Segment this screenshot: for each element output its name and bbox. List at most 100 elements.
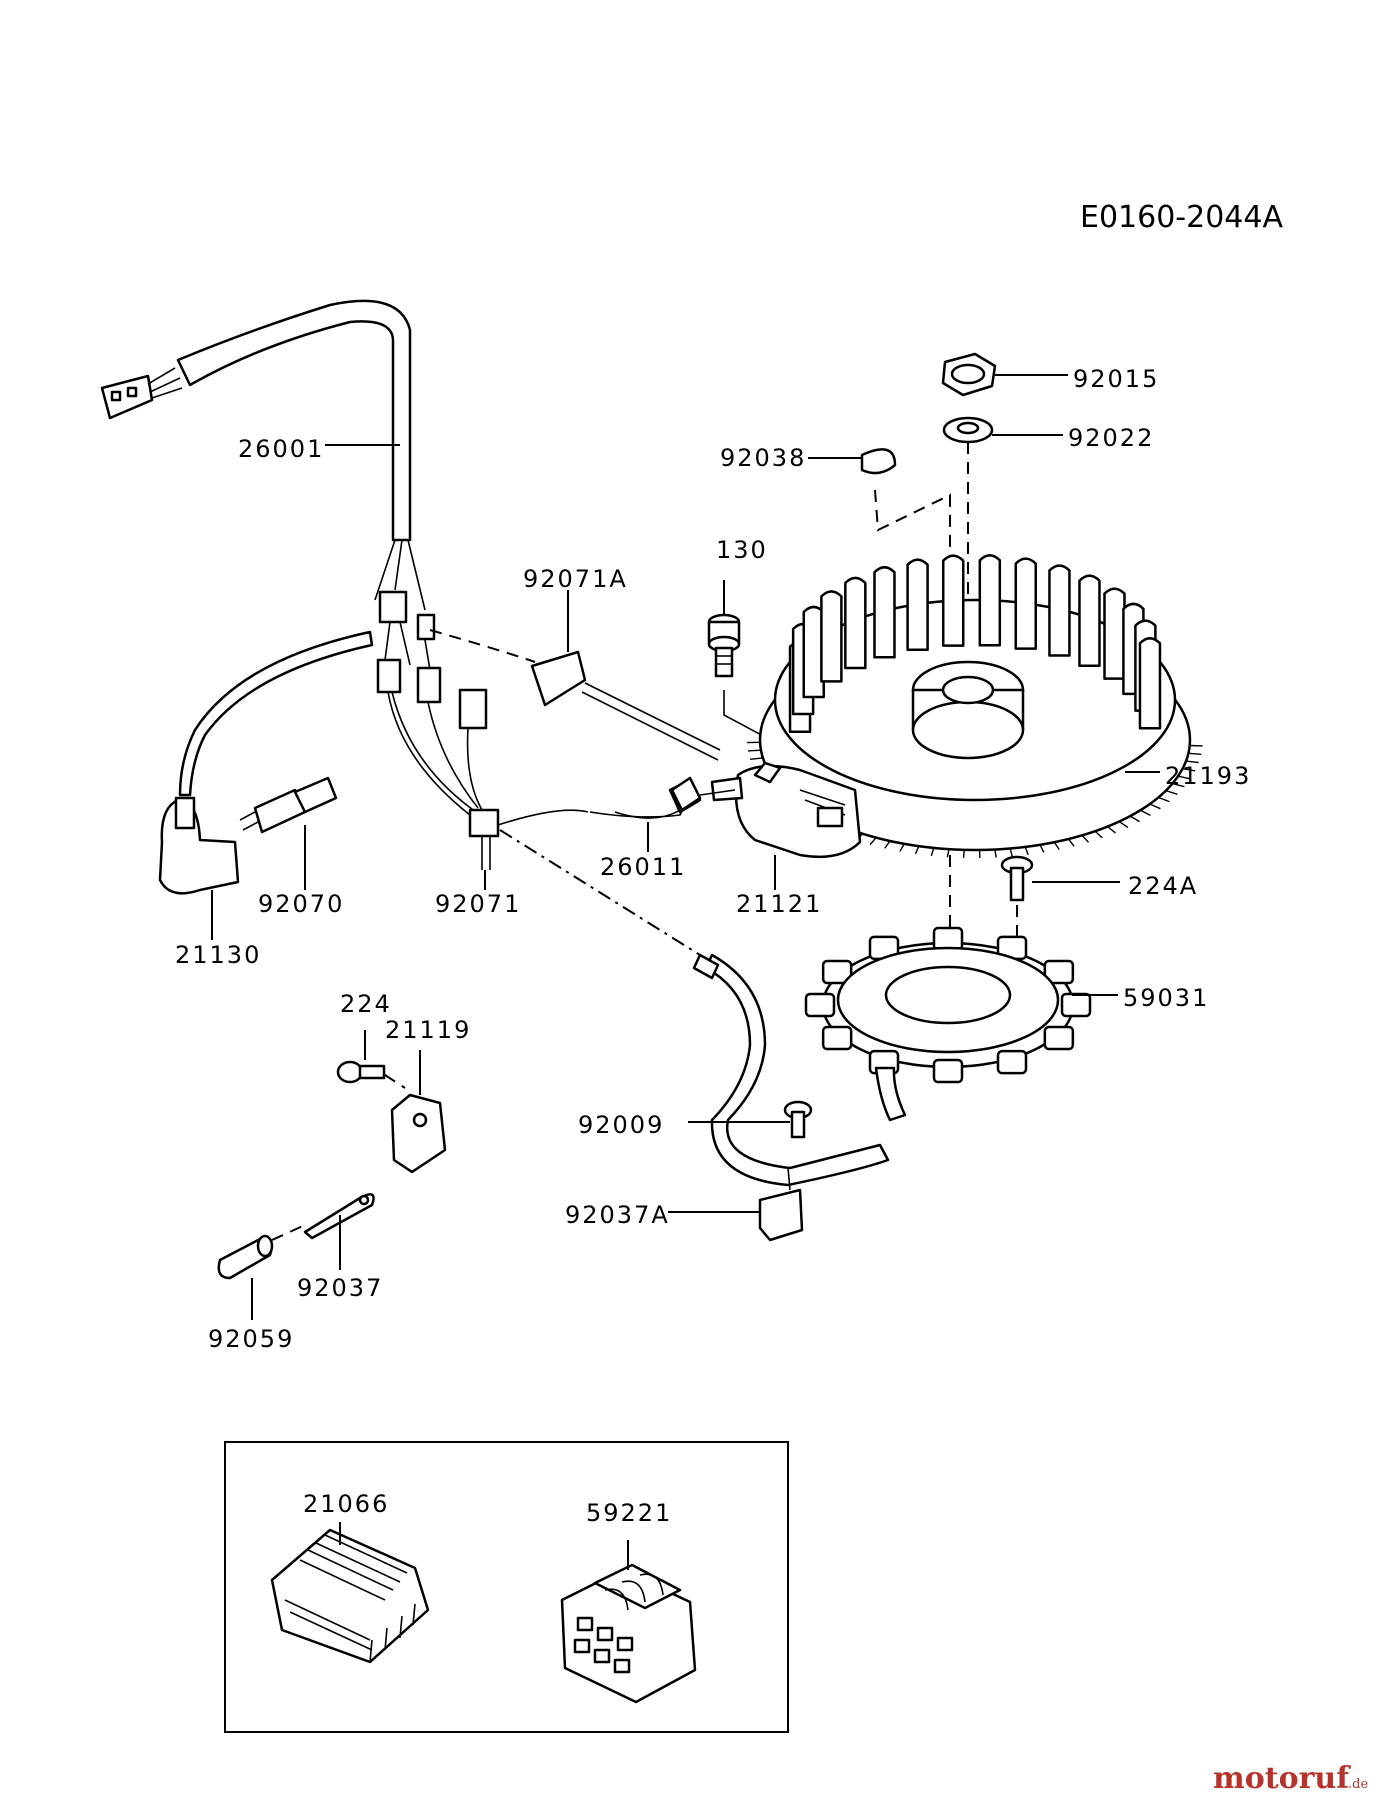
diagram-code: E0160-2044A <box>1080 200 1283 235</box>
ring-gear-tooth <box>994 849 997 858</box>
label-21130: 21130 <box>175 941 261 969</box>
label-92070: 92070 <box>258 890 344 918</box>
stator-pole <box>932 1058 964 1084</box>
label-130: 130 <box>716 536 768 564</box>
ring-gear-tooth <box>1165 789 1178 795</box>
stator-pole <box>1043 959 1075 985</box>
stator-pole <box>996 1049 1028 1075</box>
label-92037A: 92037A <box>565 1201 670 1229</box>
ring-gear-tooth <box>914 845 920 855</box>
flywheel-fin <box>820 590 843 683</box>
ring-gear-tooth <box>1149 803 1161 810</box>
flywheel-fin <box>1138 637 1162 730</box>
ring-gear-tooth <box>1182 768 1196 772</box>
pin-92037 <box>303 1193 375 1270</box>
watermark-suffix: .de <box>1348 1777 1368 1792</box>
ring-gear-tooth <box>749 757 763 760</box>
flywheel-fin <box>978 554 1002 647</box>
stator-pole <box>932 926 964 952</box>
flywheel-fin <box>844 576 867 670</box>
stator-pole <box>821 1025 853 1051</box>
ring-gear-tooth <box>1009 848 1013 857</box>
ring-gear-tooth <box>1172 782 1185 788</box>
clamp-92037A <box>668 1167 804 1242</box>
stator-pole <box>1060 992 1092 1018</box>
label-224A: 224A <box>1128 872 1198 900</box>
ring-gear-tooth <box>1081 834 1090 843</box>
ring-gear-tooth <box>930 847 935 857</box>
regulator-21066 <box>270 1522 430 1664</box>
flywheel-fin <box>1048 564 1071 657</box>
bracket-21119 <box>390 1050 447 1174</box>
flywheel-fin <box>873 566 896 659</box>
ring-gear-tooth <box>1118 820 1129 829</box>
spark-plug-lead <box>178 630 374 797</box>
flywheel-21193 <box>747 554 1203 858</box>
ring-gear-tooth <box>1158 796 1170 803</box>
ring-gear-tooth <box>946 849 950 858</box>
stator-59031 <box>804 926 1118 1122</box>
flywheel-fin <box>1078 574 1101 667</box>
connector-59221 <box>560 1540 697 1704</box>
ground-wire <box>692 953 890 1187</box>
flywheel-fin <box>906 558 929 651</box>
label-92038: 92038 <box>720 444 806 472</box>
alignment-line-ground <box>499 829 701 956</box>
ring-gear-tooth <box>1129 815 1140 823</box>
alignment-line-pin <box>271 1224 306 1241</box>
label-21119: 21119 <box>385 1016 471 1044</box>
ring-gear-tooth <box>1185 760 1199 764</box>
label-21066: 21066 <box>303 1490 389 1518</box>
label-92015: 92015 <box>1073 365 1159 393</box>
ring-gear-tooth <box>1039 844 1045 853</box>
washer-92022 <box>942 416 1063 444</box>
label-21121: 21121 <box>736 890 822 918</box>
bolt-130 <box>707 580 741 678</box>
ring-gear-tooth <box>1024 846 1029 855</box>
label-92009: 92009 <box>578 1111 664 1139</box>
label-92059: 92059 <box>208 1325 294 1353</box>
label-224: 224 <box>340 990 392 1018</box>
ring-gear-tooth <box>1140 809 1151 816</box>
watermark: motoruf .de <box>1213 1761 1368 1796</box>
ring-gear-tooth <box>962 849 965 858</box>
alignment-line-harness <box>429 629 536 663</box>
label-21193: 21193 <box>1165 762 1251 790</box>
ring-gear-tooth <box>1107 826 1116 834</box>
watermark-brand: motoruf <box>1213 1761 1351 1796</box>
ring-gear-tooth <box>884 840 891 849</box>
stator-pole <box>1043 1025 1075 1051</box>
wiring-harness-26001 <box>100 299 681 870</box>
lead-wire-26011 <box>589 776 702 852</box>
spark-plug-cap-21130 <box>158 796 240 940</box>
label-26001: 26001 <box>238 435 324 463</box>
label-59031: 59031 <box>1123 984 1209 1012</box>
alignment-line-224 <box>384 1074 406 1089</box>
flywheel-fin <box>1103 587 1126 680</box>
screw-92009 <box>688 1100 813 1139</box>
ring-gear-tooth <box>1094 830 1103 839</box>
bolt-224A <box>1000 855 1120 902</box>
optional-parts-box <box>224 1441 789 1733</box>
alignment-line-key <box>874 489 951 640</box>
flywheel-fin <box>941 554 965 647</box>
label-92022: 92022 <box>1068 424 1154 452</box>
switch-92070 <box>239 776 338 890</box>
grommet-92071A <box>530 590 721 761</box>
stator-pole <box>821 959 853 985</box>
bolt-224 <box>336 1030 386 1084</box>
tube-92059 <box>217 1234 274 1320</box>
ring-gear-tooth <box>869 837 877 846</box>
label-92037: 92037 <box>297 1274 383 1302</box>
label-59221: 59221 <box>586 1499 672 1527</box>
ring-gear-tooth <box>1188 752 1202 755</box>
ring-gear-tooth <box>899 843 905 852</box>
label-92071A: 92071A <box>523 565 628 593</box>
ring-gear-tooth <box>747 749 761 752</box>
ring-gear-tooth <box>1053 841 1060 851</box>
key-92038 <box>808 448 897 475</box>
label-92071: 92071 <box>435 890 521 918</box>
stator-pole <box>804 992 836 1018</box>
